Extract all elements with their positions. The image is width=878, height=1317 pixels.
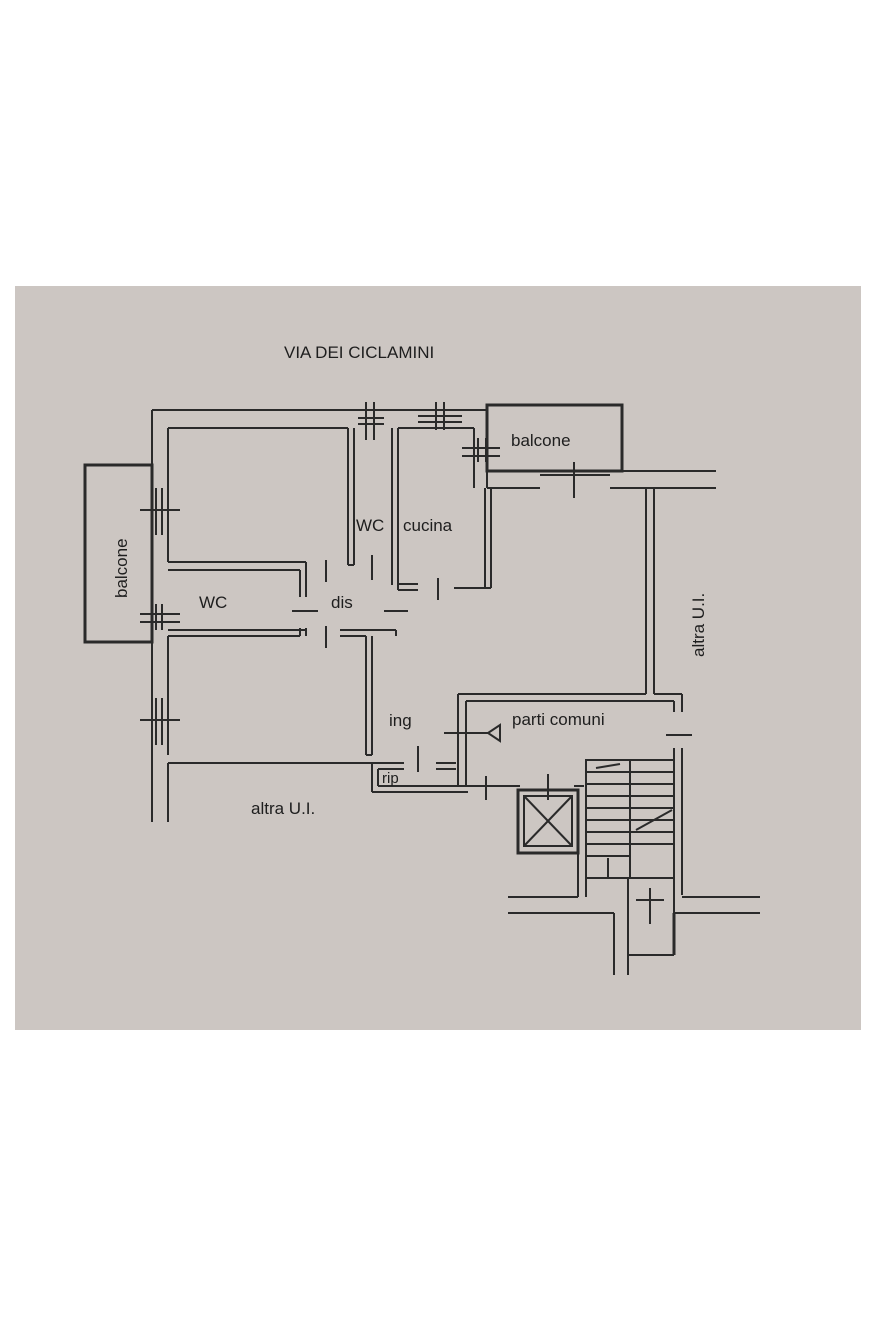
label-ing: ing — [389, 711, 412, 730]
balcone-top — [462, 403, 716, 498]
label-rip: rip — [382, 770, 399, 787]
label-parti-comuni: parti comuni — [512, 710, 605, 729]
stairs — [585, 759, 675, 879]
label-wc-upper: WC — [356, 516, 384, 535]
balcone-left — [83, 463, 180, 745]
label-cucina: cucina — [403, 516, 453, 535]
lower-right-corridor — [613, 878, 760, 975]
top-windows — [358, 402, 462, 440]
outer-walls — [151, 409, 487, 822]
interior-walls — [168, 428, 492, 787]
label-balcone-left: balcone — [112, 538, 131, 598]
street-label: VIA DEI CICLAMINI — [284, 343, 434, 362]
elevator — [508, 760, 614, 914]
label-balcone-top: balcone — [511, 431, 571, 450]
label-altra-ui-bottom: altra U.I. — [251, 799, 315, 818]
right-walls — [444, 488, 692, 895]
label-dis: dis — [331, 593, 353, 612]
label-wc-left: WC — [199, 593, 227, 612]
label-altra-ui-right: altra U.I. — [689, 593, 708, 657]
